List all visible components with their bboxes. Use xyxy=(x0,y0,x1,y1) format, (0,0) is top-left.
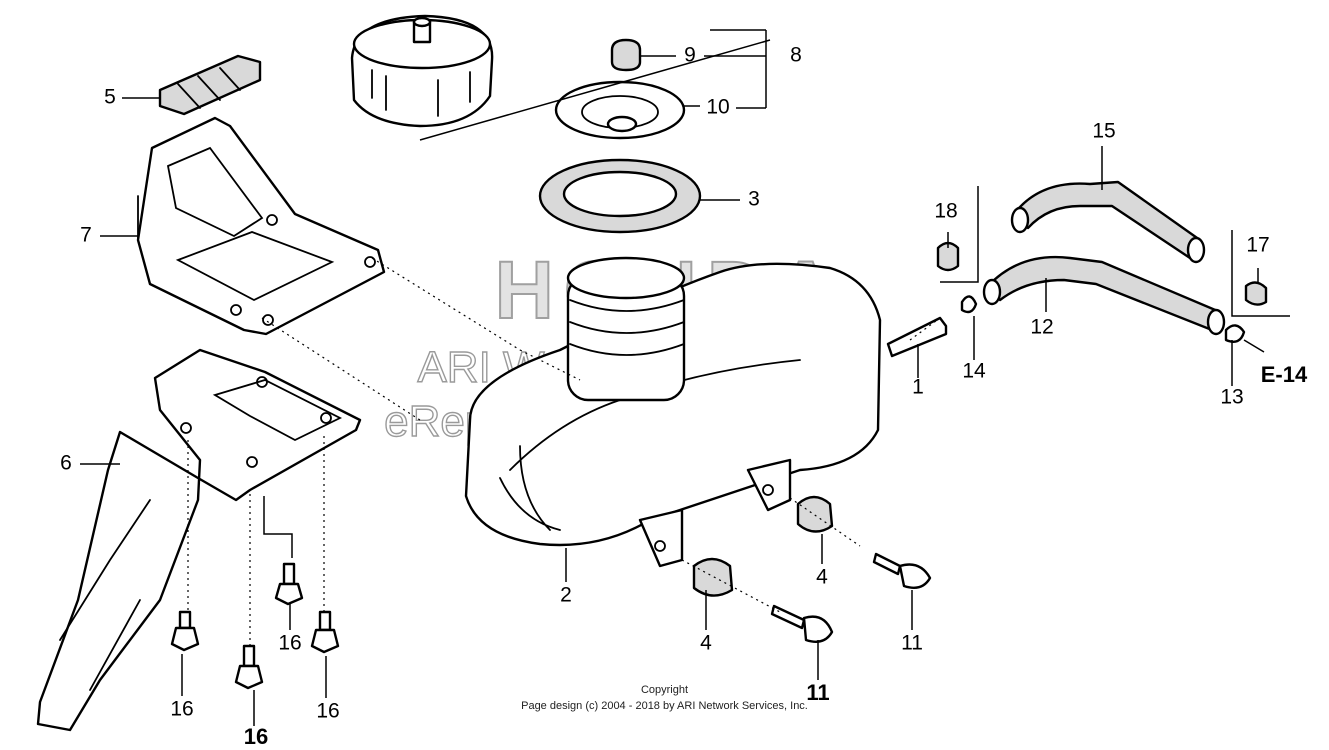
cushion-part xyxy=(158,54,262,116)
callout-9: 9 xyxy=(684,44,696,67)
hose-clip-part-17 xyxy=(1244,281,1268,306)
bolt-part-right xyxy=(872,552,932,589)
callout-12: 12 xyxy=(1030,316,1053,339)
bolt-part-16b xyxy=(170,610,200,652)
callout-16-b: 16 xyxy=(278,632,301,655)
hose-clip-part-13 xyxy=(1224,324,1246,343)
callout-6: 6 xyxy=(60,452,72,475)
callout-4-right: 4 xyxy=(816,566,828,589)
callout-16-c: 16 xyxy=(244,724,268,749)
mount-bracket-part xyxy=(36,348,362,732)
footer-copyright: Copyright xyxy=(640,684,689,696)
tank-bracket-part xyxy=(136,116,386,336)
bolt-part-left xyxy=(770,604,834,643)
callout-8: 8 xyxy=(790,44,802,67)
fuel-joint-part xyxy=(886,316,948,358)
fuel-cap-part xyxy=(350,14,494,128)
callout-5: 5 xyxy=(104,86,116,109)
fuel-tank-part xyxy=(464,256,882,568)
vent-cap-part xyxy=(610,38,642,72)
callout-labels: 1 2 3 4 4 5 6 7 8 9 10 11 11 12 13 14 15… xyxy=(60,44,1308,749)
reference-e14[interactable]: E-14 xyxy=(1261,362,1308,387)
callout-10: 10 xyxy=(706,96,729,119)
clip-part xyxy=(960,295,978,314)
leader-lines xyxy=(80,29,1290,726)
callout-3: 3 xyxy=(748,188,760,211)
callout-15: 15 xyxy=(1092,120,1115,143)
callout-4-left: 4 xyxy=(700,632,712,655)
alignment-lines xyxy=(187,257,941,646)
callout-16-a: 16 xyxy=(170,698,193,721)
fuel-hose-lower-part xyxy=(982,256,1226,336)
callout-14: 14 xyxy=(962,360,986,383)
callout-7: 7 xyxy=(80,224,92,247)
callout-1: 1 xyxy=(912,376,924,399)
cap-plate-part xyxy=(554,80,686,140)
bolt-part-16d xyxy=(234,644,264,690)
callout-11-left: 11 xyxy=(806,680,829,705)
callout-16-d: 16 xyxy=(316,700,339,723)
hose-clip-part-18 xyxy=(936,241,960,272)
callout-2: 2 xyxy=(560,584,572,607)
bolt-part-16a xyxy=(274,562,304,606)
rubber-mount-part-left xyxy=(692,557,734,597)
rubber-mount-part-right xyxy=(796,495,834,533)
bolt-part-16c xyxy=(310,610,340,654)
callout-11-right: 11 xyxy=(901,632,923,655)
fuel-hose-upper-part xyxy=(1010,180,1206,264)
gasket-ring-part xyxy=(538,158,702,234)
callout-13: 13 xyxy=(1220,386,1243,409)
footer-page-design: Page design (c) 2004 - 2018 by ARI Netwo… xyxy=(521,700,808,712)
callout-17: 17 xyxy=(1246,234,1269,257)
callout-18: 18 xyxy=(934,200,957,223)
